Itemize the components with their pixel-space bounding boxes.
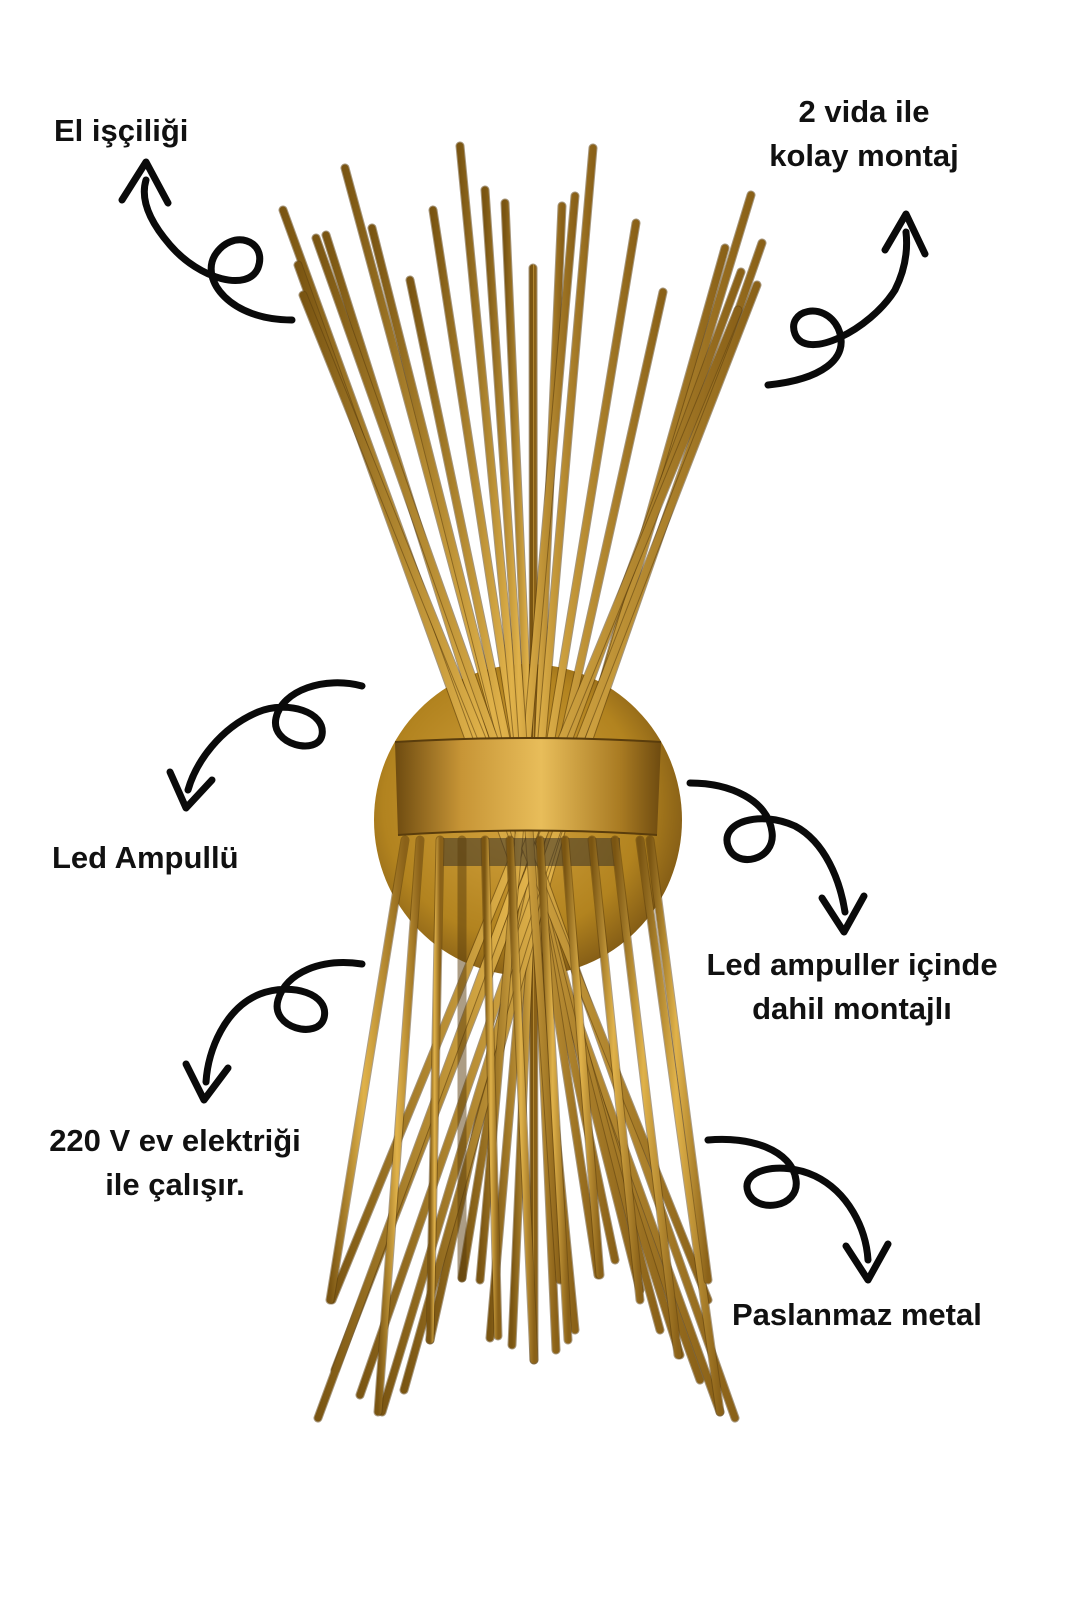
brass-rod <box>536 836 572 1344</box>
callout-led-included-line2: dahil montajlı <box>752 991 952 1026</box>
callout-handcraft-label: El işçiliği <box>54 113 189 148</box>
brass-rod <box>506 836 538 1364</box>
brass-rod <box>611 836 682 1359</box>
callout-material: Paslanmaz metal <box>732 1293 982 1337</box>
brass-rod <box>374 836 424 1416</box>
callout-handcraft: El işçiliği <box>54 109 188 153</box>
callout-material-label: Paslanmaz metal <box>732 1297 982 1332</box>
brass-rod <box>426 836 444 1344</box>
brass-rod <box>481 836 502 1340</box>
curly-arrow-down-icon <box>166 679 366 812</box>
callout-led-included: Led ampuller içinde dahil montajlı <box>672 943 1032 1031</box>
brass-rod <box>561 836 604 1279</box>
brass-rods-lower <box>325 835 725 1417</box>
callout-led-bulb: Led Ampullü <box>52 836 239 880</box>
callout-mounting-line1: 2 vida ile <box>798 94 930 129</box>
curly-arrow-up-icon <box>764 210 929 389</box>
curly-arrow-up-icon <box>118 158 296 324</box>
curly-arrow-down-icon <box>686 779 868 936</box>
brass-rod <box>588 836 644 1304</box>
callout-led-included-line1: Led ampuller içinde <box>706 947 998 982</box>
callout-voltage: 220 V ev elektriği ile çalışır. <box>20 1119 330 1207</box>
curly-arrow-down-icon <box>182 959 366 1104</box>
brass-rod <box>646 836 712 1284</box>
callout-voltage-line1: 220 V ev elektriği <box>49 1123 301 1158</box>
callout-voltage-line2: ile çalışır. <box>105 1167 245 1202</box>
callout-mounting-line2: kolay montaj <box>769 138 959 173</box>
callout-mounting: 2 vida ile kolay montaj <box>748 90 980 178</box>
callout-led-bulb-label: Led Ampullü <box>52 840 239 875</box>
brass-rod <box>636 836 724 1416</box>
curly-arrow-down-icon <box>704 1135 892 1284</box>
brass-rod <box>326 836 409 1304</box>
